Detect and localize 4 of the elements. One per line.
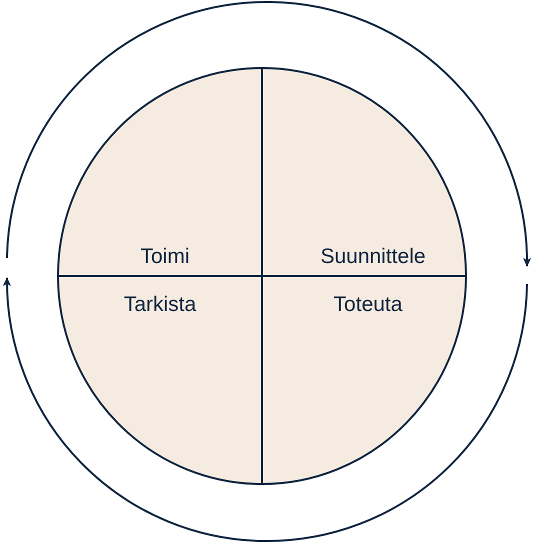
quadrant-label: Tarkista xyxy=(124,293,196,317)
quadrant-label: Toteuta xyxy=(334,293,402,317)
quadrant-label: Toimi xyxy=(140,245,190,269)
quadrant-label: Suunnittele xyxy=(320,245,426,269)
